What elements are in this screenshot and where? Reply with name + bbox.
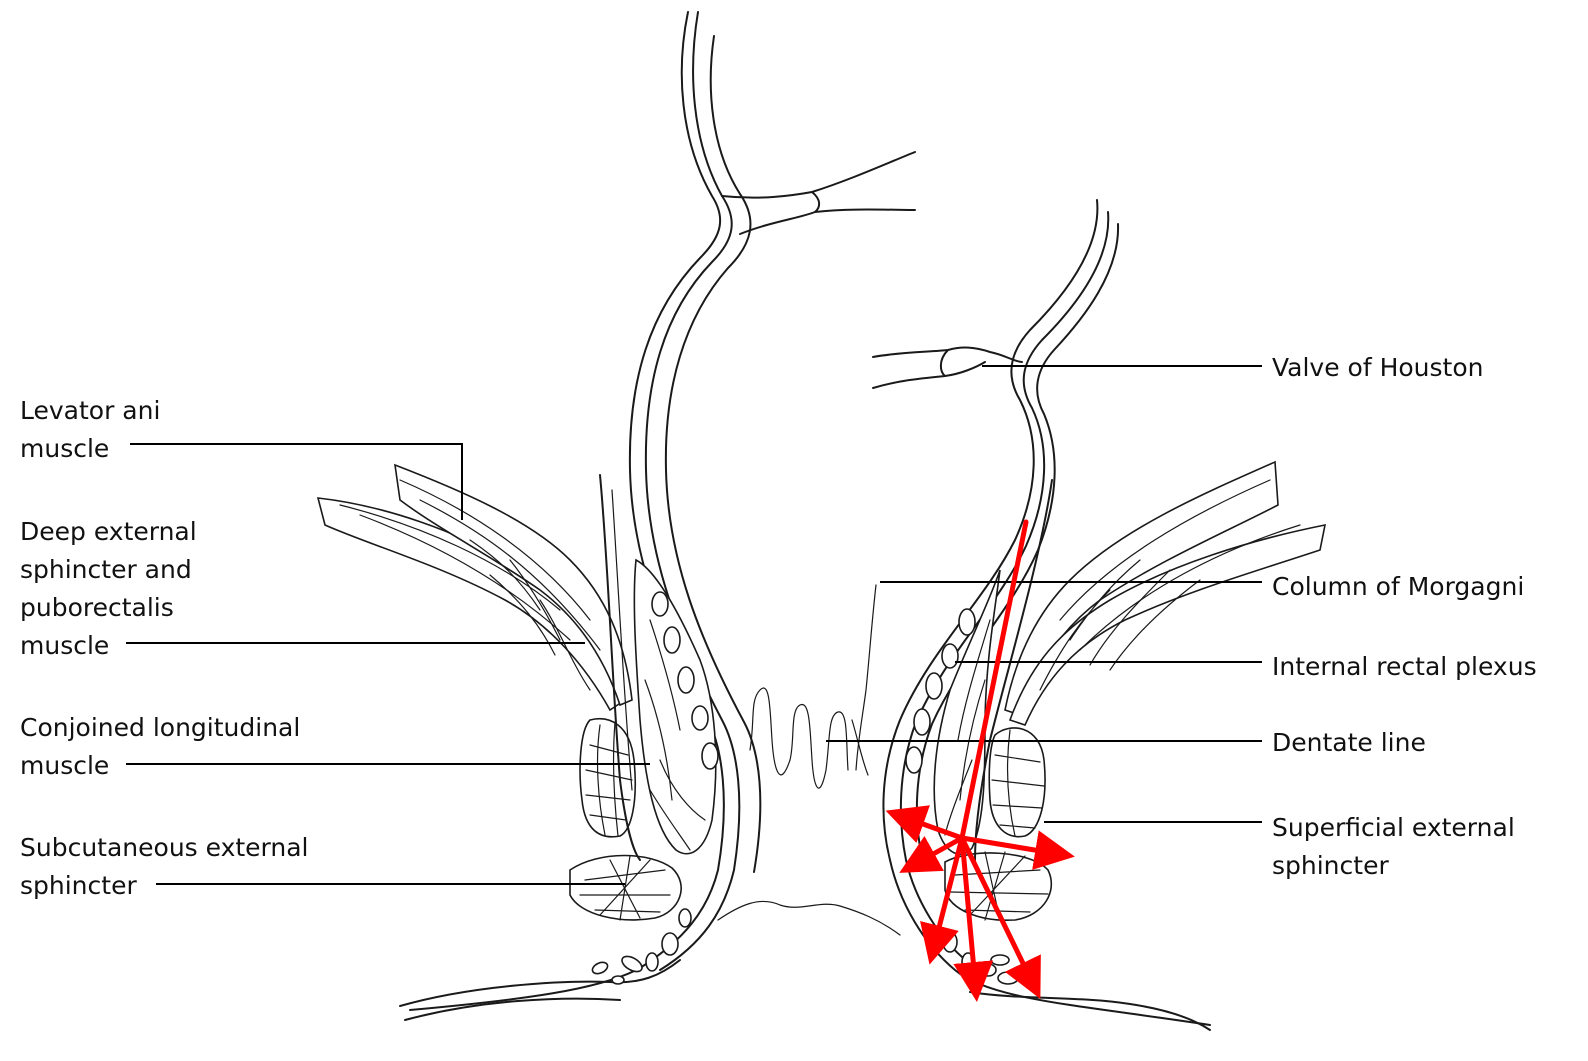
label-conjoined-longitudinal-muscle: Conjoined longitudinal muscle: [20, 709, 300, 785]
rectal-wall: [400, 12, 1210, 1030]
label-line: muscle: [20, 627, 197, 665]
label-line: Deep external: [20, 513, 197, 551]
label-line: muscle: [20, 430, 160, 468]
label-line: sphincter and: [20, 551, 197, 589]
label-line: Conjoined longitudinal: [20, 709, 300, 747]
label-line: Levator ani: [20, 392, 160, 430]
superficial-external-sphincter-right: [989, 728, 1045, 837]
label-line: puborectalis: [20, 589, 197, 627]
label-superficial-external-sphincter: Superficial external sphincter: [1272, 809, 1515, 885]
label-subcutaneous-external-sphincter: Subcutaneous external sphincter: [20, 829, 309, 905]
label-column-of-morgagni: Column of Morgagni: [1272, 568, 1524, 606]
label-line: sphincter: [20, 867, 309, 905]
label-line: Column of Morgagni: [1272, 568, 1524, 606]
label-line: Superficial external: [1272, 809, 1515, 847]
label-line: Dentate line: [1272, 724, 1426, 762]
label-dentate-line: Dentate line: [1272, 724, 1426, 762]
label-line: sphincter: [1272, 847, 1515, 885]
perianal-glands: [591, 909, 1018, 984]
label-line: Subcutaneous external: [20, 829, 309, 867]
label-internal-rectal-plexus: Internal rectal plexus: [1272, 648, 1537, 686]
label-levator-ani-muscle: Levator ani muscle: [20, 392, 160, 468]
label-deep-external-sphincter: Deep external sphincter and puborectalis…: [20, 513, 197, 665]
label-line: Valve of Houston: [1272, 349, 1484, 387]
anal-columns: [750, 585, 876, 788]
levator-ani-left: [318, 465, 632, 710]
label-line: muscle: [20, 747, 300, 785]
label-valve-of-houston: Valve of Houston: [1272, 349, 1484, 387]
subcutaneous-sphincter-left: [570, 856, 681, 921]
label-line: Internal rectal plexus: [1272, 648, 1537, 686]
arrow-right: [962, 838, 1065, 855]
